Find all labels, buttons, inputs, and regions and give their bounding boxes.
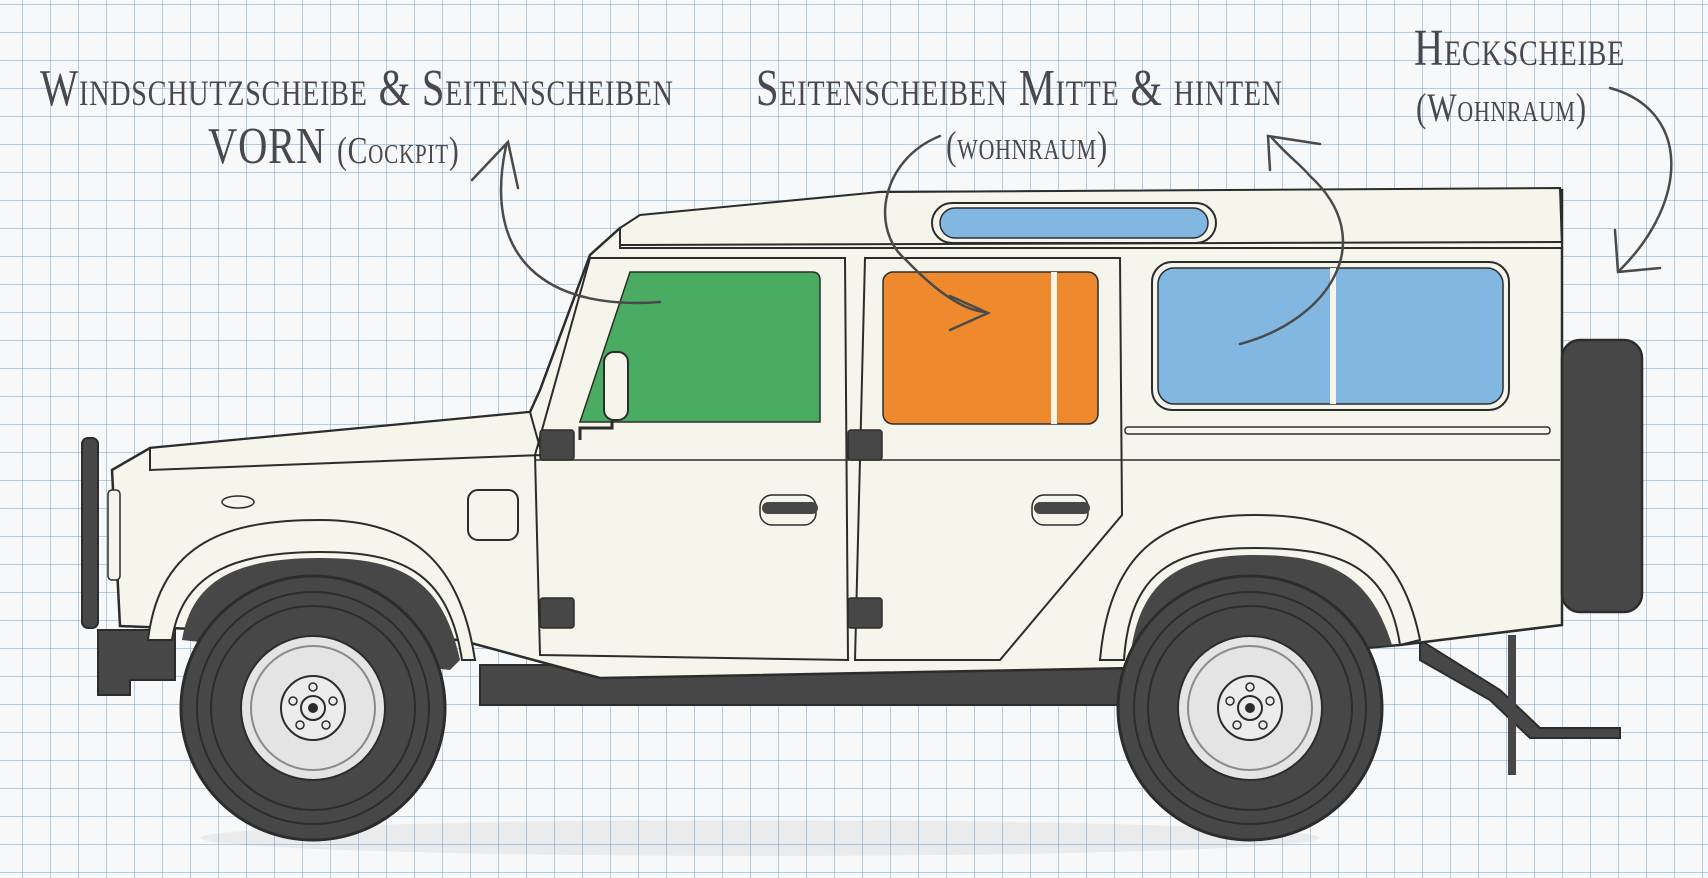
- rear-tow-bar: [1419, 638, 1621, 739]
- label-front-vorn: VORN: [208, 118, 327, 175]
- spare-wheel: [1560, 338, 1644, 614]
- label-rear-line1: Heckscheibe: [1414, 20, 1626, 77]
- label-front-cockpit: (Cockpit): [336, 130, 460, 172]
- side-trim: [1124, 426, 1551, 435]
- window-middle: [882, 271, 1099, 425]
- rear-door: [853, 257, 1124, 661]
- mirror-icon: [578, 351, 629, 440]
- label-middle-line1: Seitenscheiben Mitte & hinten: [756, 60, 1283, 117]
- headlight: [107, 489, 121, 581]
- label-front-line2: VORN (Cockpit): [208, 120, 460, 178]
- bull-bar: [81, 437, 99, 629]
- front-wheel-arch: [146, 518, 477, 661]
- rear-wheel-arch: [1098, 513, 1422, 661]
- window-roof-alpine: [939, 207, 1209, 239]
- window-front-cockpit: [578, 271, 821, 423]
- door-handle-icon: [759, 494, 1090, 526]
- label-rear-window: Heckscheibe: [1414, 22, 1625, 76]
- label-middle-windows: Seitenscheiben Mitte & hinten: [756, 62, 1283, 116]
- curved-arrow-icon: [470, 86, 1673, 346]
- front-bumper: [97, 629, 176, 696]
- label-front-windows: Windschutzscheibe & Seitenscheiben: [40, 62, 674, 116]
- side-indicator: [221, 495, 255, 509]
- front-door: [533, 257, 850, 662]
- label-middle-wohnraum: (wohnraum): [946, 123, 1109, 168]
- rear-support-leg: [1508, 635, 1516, 775]
- front-wheel-icon: [179, 574, 447, 842]
- door-hinge-icon: [539, 429, 883, 629]
- label-front-line1: Windschutzscheibe & Seitenscheiben: [40, 60, 674, 117]
- rear-wheel-icon: [1116, 574, 1384, 842]
- label-rear-wohnraum: (Wohnraum): [1416, 85, 1587, 130]
- fuel-flap: [467, 489, 519, 541]
